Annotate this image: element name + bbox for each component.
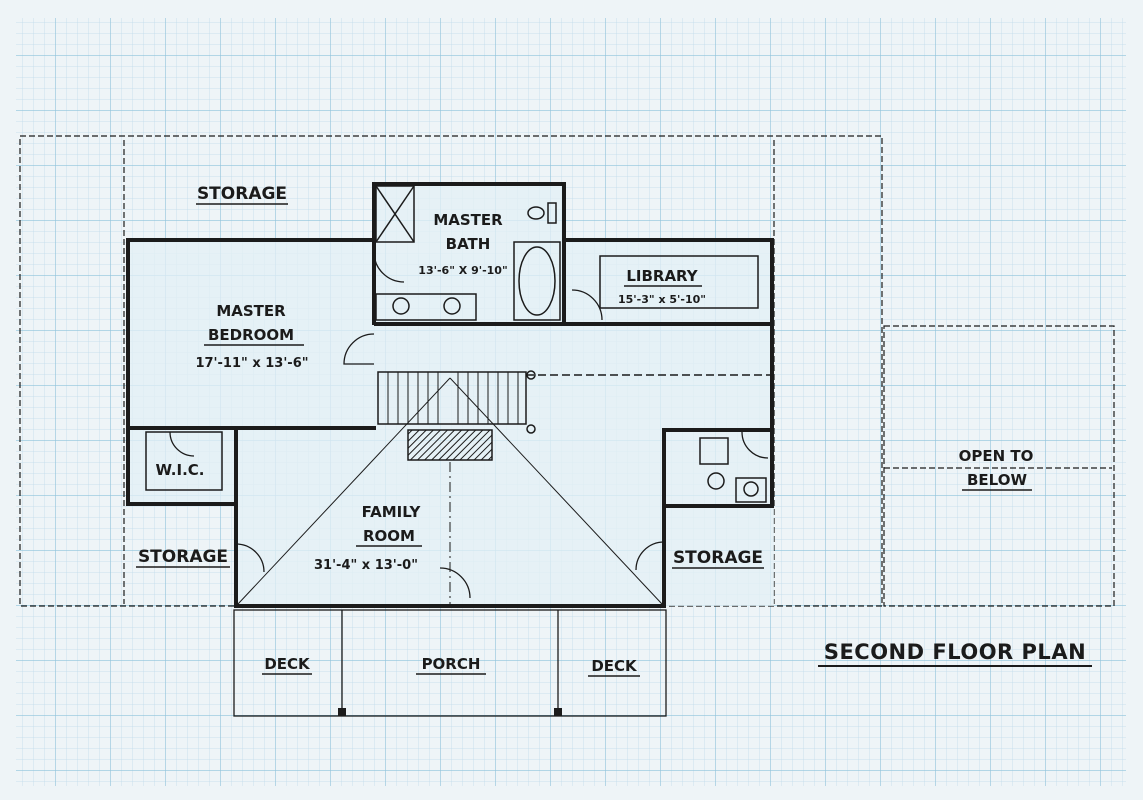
open-to-below-label-1: OPEN TO — [959, 447, 1034, 465]
fixtures — [145, 185, 772, 503]
master-bath-label-1: MASTER — [433, 211, 503, 229]
deck-porch-outline — [233, 609, 667, 717]
vault-lines — [237, 377, 663, 605]
door-swings — [169, 251, 769, 599]
room-labels: STORAGE MASTER BATH 13'-6" X 9'-10" LIBR… — [136, 184, 1092, 677]
porch-posts — [338, 708, 562, 716]
master-bath-size: 13'-6" X 9'-10" — [418, 264, 507, 277]
master-bedroom-label-2: BEDROOM — [208, 326, 294, 344]
family-room-label-2: ROOM — [363, 527, 415, 545]
roof-outline — [19, 135, 1115, 607]
master-bedroom-label-1: MASTER — [216, 302, 286, 320]
wic-label: W.I.C. — [155, 461, 204, 479]
deck-left-label: DECK — [264, 655, 311, 673]
porch-label: PORCH — [422, 655, 481, 673]
plan-title: SECOND FLOOR PLAN — [824, 640, 1086, 664]
library-label: LIBRARY — [626, 267, 698, 285]
storage-right-label: STORAGE — [673, 548, 763, 568]
deck-right-label: DECK — [591, 657, 638, 675]
family-room-size: 31'-4" x 13'-0" — [314, 558, 418, 573]
family-room-label-1: FAMILY — [362, 503, 422, 521]
master-bath-label-2: BATH — [446, 235, 491, 253]
master-bedroom-size: 17'-11" x 13'-6" — [195, 356, 308, 371]
library-size: 15'-3" x 5'-10" — [618, 293, 706, 306]
storage-top-label: STORAGE — [197, 184, 287, 204]
storage-left-label: STORAGE — [138, 547, 228, 567]
open-to-below-label-2: BELOW — [967, 471, 1027, 489]
